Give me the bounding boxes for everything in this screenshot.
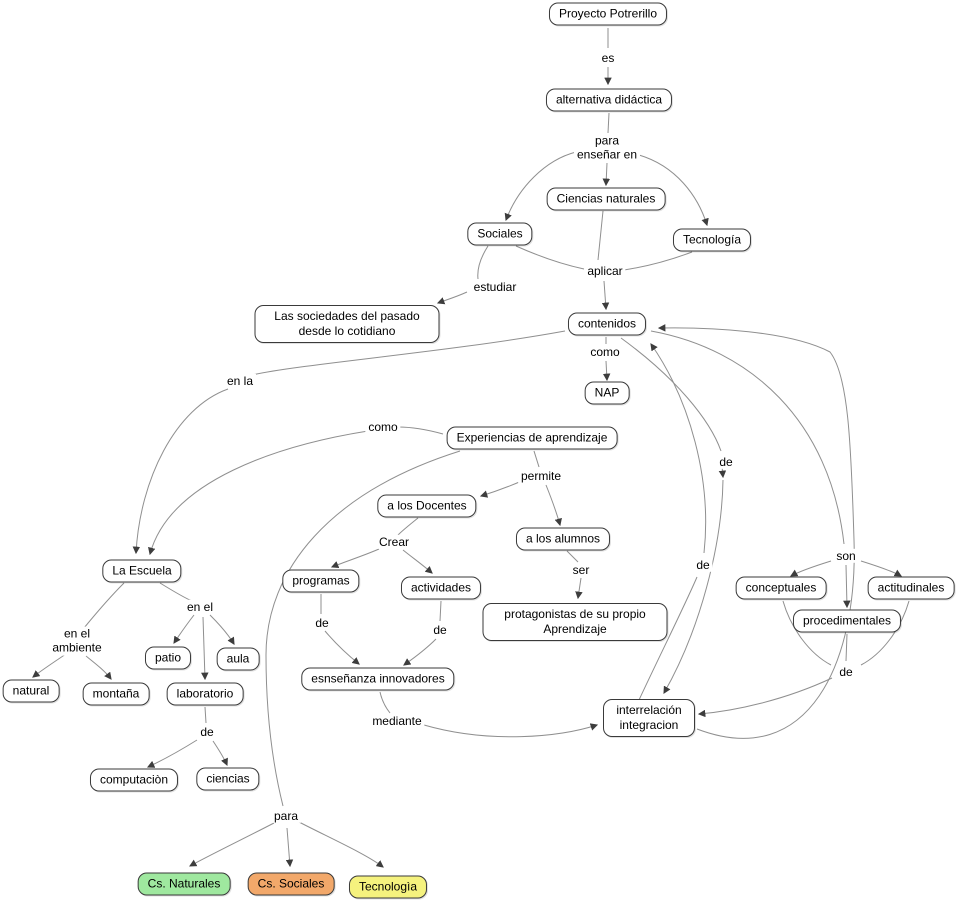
node-actitudinales[interactable]: actitudinales — [867, 576, 955, 600]
node-cs-naturales[interactable]: Cs. Naturales — [137, 872, 231, 896]
node-conceptuales[interactable]: conceptuales — [735, 576, 827, 600]
node-procedimentales[interactable]: procedimentales — [792, 609, 902, 633]
node-montana[interactable]: montaña — [82, 682, 150, 706]
link-label-crear[interactable]: Crear — [375, 534, 413, 550]
link-label-son[interactable]: son — [833, 548, 859, 564]
link-label-es[interactable]: es — [598, 50, 618, 66]
node-a-los-alumnos[interactable]: a los alumnos — [515, 527, 611, 551]
node-sociales[interactable]: Sociales — [467, 222, 533, 246]
node-la-escuela[interactable]: La Escuela — [102, 559, 182, 583]
node-ciencias[interactable]: ciencias — [196, 767, 260, 791]
node-interrelacion-integracion[interactable]: interrelación integracion — [603, 699, 695, 737]
node-programas[interactable]: programas — [282, 569, 360, 593]
node-computacion[interactable]: computaciòn — [89, 768, 179, 792]
node-aula[interactable]: aula — [216, 647, 260, 671]
link-label-aplicar[interactable]: aplicar — [584, 263, 626, 279]
node-patio[interactable]: patio — [144, 646, 192, 670]
link-label-de-contenidos[interactable]: de — [716, 454, 736, 470]
link-label-en-la[interactable]: en la — [223, 373, 257, 389]
node-a-los-docentes[interactable]: a los Docentes — [377, 494, 477, 518]
link-label-como-escuela[interactable]: como — [365, 419, 401, 435]
link-label-permite[interactable]: permite — [517, 468, 565, 484]
link-label-de-programas[interactable]: de — [312, 615, 332, 631]
node-alternativa-didactica[interactable]: alternativa didáctica — [545, 88, 673, 112]
link-label-de-tipos[interactable]: de — [836, 664, 856, 680]
node-ciencias-naturales[interactable]: Ciencias naturales — [546, 187, 666, 211]
link-label-de-interrelacion[interactable]: de — [693, 557, 713, 573]
link-label-estudiar[interactable]: estudiar — [470, 279, 520, 295]
node-experiencias-de-aprendizaje[interactable]: Experiencias de aprendizaje — [446, 426, 618, 450]
link-label-para-ensenar-en[interactable]: para enseñar en — [573, 133, 641, 163]
node-nap[interactable]: NAP — [584, 381, 630, 405]
link-label-en-el-ambiente[interactable]: en el ambiente — [49, 626, 105, 656]
node-tecnologia[interactable]: Tecnología — [672, 228, 752, 252]
link-label-de-actividades[interactable]: de — [430, 622, 450, 638]
node-protagonistas[interactable]: protagonistas de su propio Aprendizaje — [482, 603, 668, 641]
node-ensenanza-innovadores[interactable]: esnseñanza innovadores — [301, 667, 455, 691]
node-cs-sociales[interactable]: Cs. Sociales — [247, 872, 335, 896]
node-natural[interactable]: natural — [2, 679, 60, 703]
node-sociedades-del-pasado[interactable]: Las sociedades del pasado desde lo cotid… — [254, 305, 440, 343]
link-label-como-nap[interactable]: como — [587, 344, 623, 360]
link-label-de-laboratorio[interactable]: de — [197, 724, 217, 740]
link-label-para-final[interactable]: para — [270, 808, 302, 824]
link-label-mediante[interactable]: mediante — [369, 713, 425, 729]
node-actividades[interactable]: actividades — [400, 576, 482, 600]
link-label-ser[interactable]: ser — [569, 562, 593, 578]
node-proyecto-potrerillo[interactable]: Proyecto Potrerillo — [548, 2, 668, 26]
node-laboratorio[interactable]: laboratorio — [166, 682, 244, 706]
node-contenidos[interactable]: contenidos — [567, 312, 647, 336]
link-label-en-el[interactable]: en el — [183, 599, 217, 615]
node-tecnologia-final[interactable]: Tecnologìa — [348, 875, 428, 899]
